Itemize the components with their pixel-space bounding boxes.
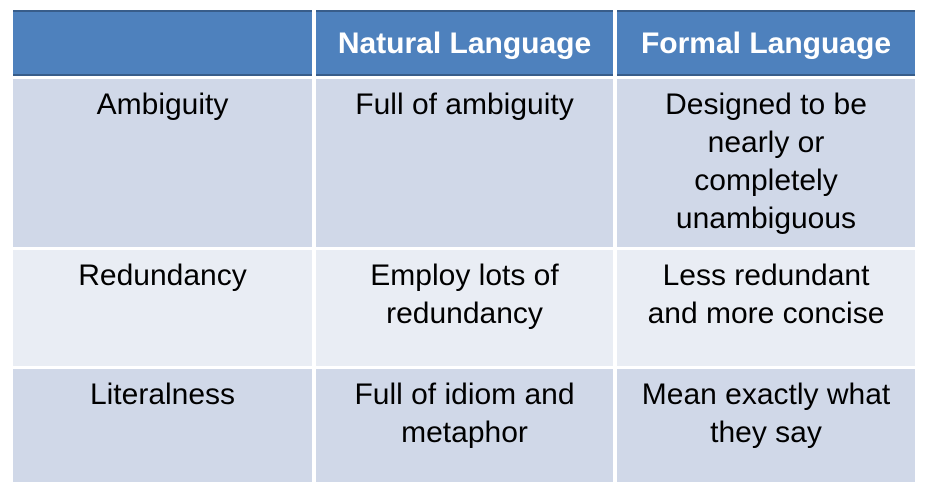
row-literalness-formal: Mean exactly what they say (617, 369, 915, 482)
row-ambiguity-label: Ambiguity (13, 79, 312, 247)
header-cell-formal-language: Formal Language (617, 10, 915, 76)
header-cell-empty (13, 10, 312, 76)
row-redundancy-natural: Employ lots of redundancy (316, 250, 613, 366)
row-redundancy-formal: Less redundant and more concise (617, 250, 915, 366)
row-ambiguity-formal: Designed to be nearly or completely unam… (617, 79, 915, 247)
row-literalness-natural: Full of idiom and metaphor (316, 369, 613, 482)
row-ambiguity-natural: Full of ambiguity (316, 79, 613, 247)
comparison-table: Natural Language Formal Language Ambigui… (13, 10, 916, 482)
row-literalness-label: Literalness (13, 369, 312, 482)
header-cell-natural-language: Natural Language (316, 10, 613, 76)
row-redundancy-label: Redundancy (13, 250, 312, 366)
